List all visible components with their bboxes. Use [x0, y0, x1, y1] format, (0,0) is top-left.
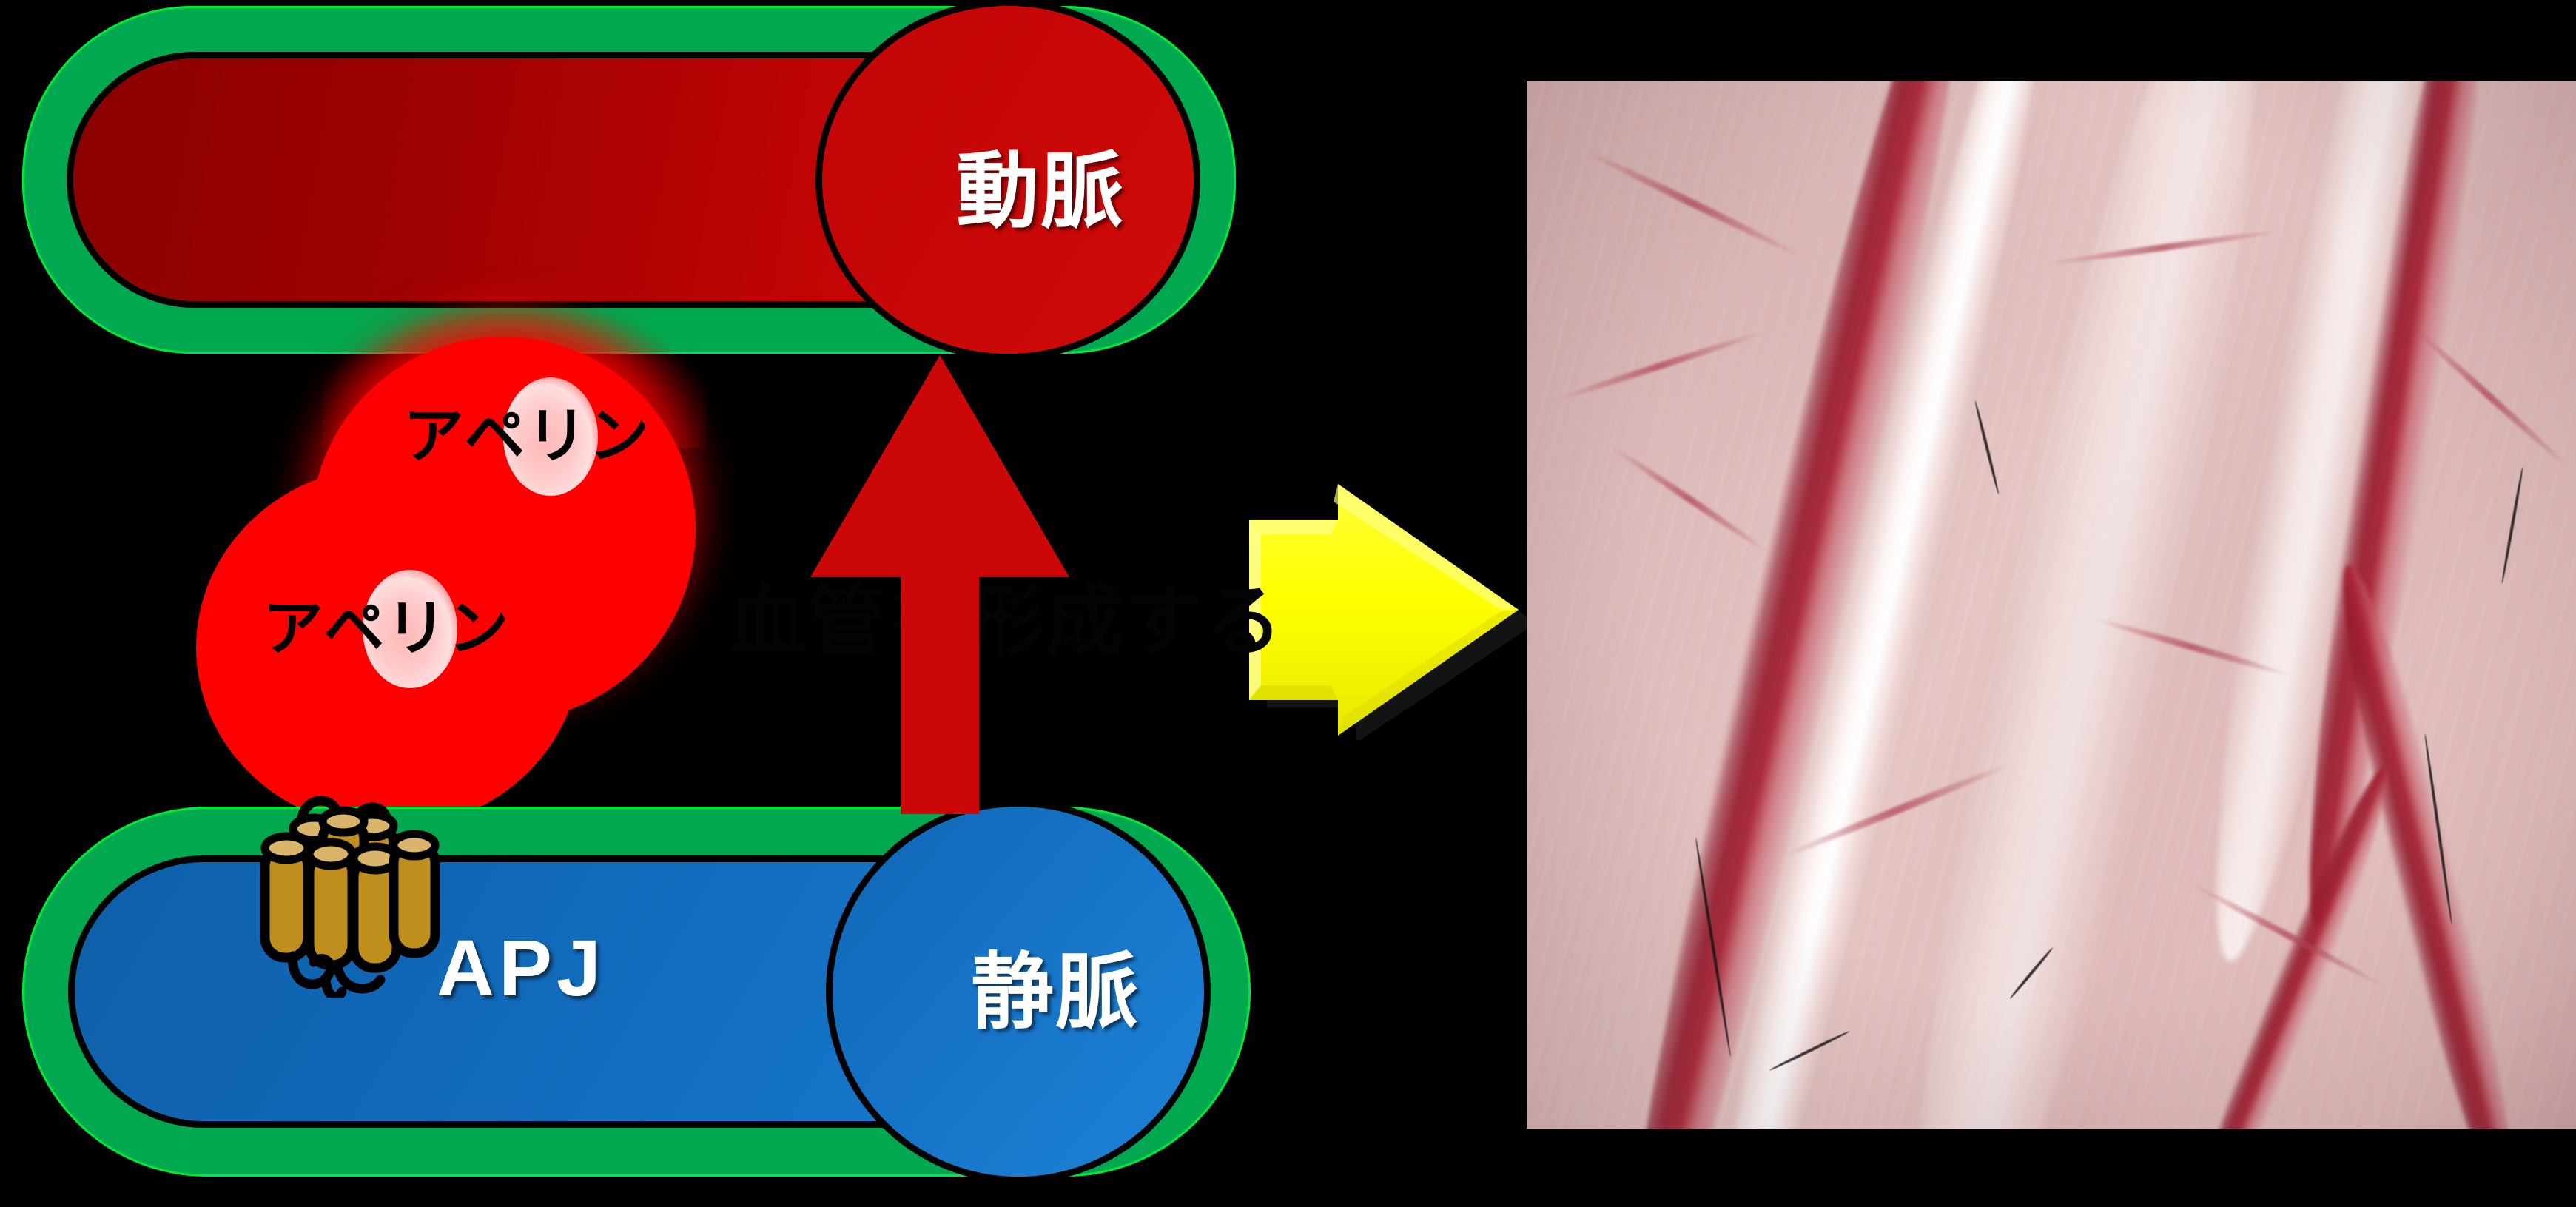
photo-vignette — [1527, 81, 2576, 1129]
up-arrow-icon — [803, 355, 1077, 814]
artery-cross-section-fill — [822, 6, 1194, 354]
apj-label: APJ — [437, 923, 606, 1012]
apj-receptor-icon — [222, 776, 444, 1002]
vein-cross-section-fill — [833, 807, 1204, 1177]
right-arrow-icon — [1228, 481, 1539, 743]
apelin-label-upper: アペリン — [403, 403, 651, 470]
vein-label: 静脈 — [971, 946, 1140, 1038]
artery-cross-section-ellipse — [815, 0, 1200, 360]
vein-vessel: APJ 静脈 — [22, 800, 1251, 1183]
hidden-caption-text: 血管を形成する — [729, 579, 1284, 665]
apelin-label-lower: アペリン — [263, 595, 511, 662]
artery-label: 動脈 — [956, 145, 1125, 238]
apelin-highlight-lower — [363, 570, 457, 688]
microscopy-photo — [1527, 81, 2576, 1129]
artery-vessel: 動脈 — [22, 0, 1236, 360]
vein-cross-section-ellipse — [826, 800, 1211, 1183]
